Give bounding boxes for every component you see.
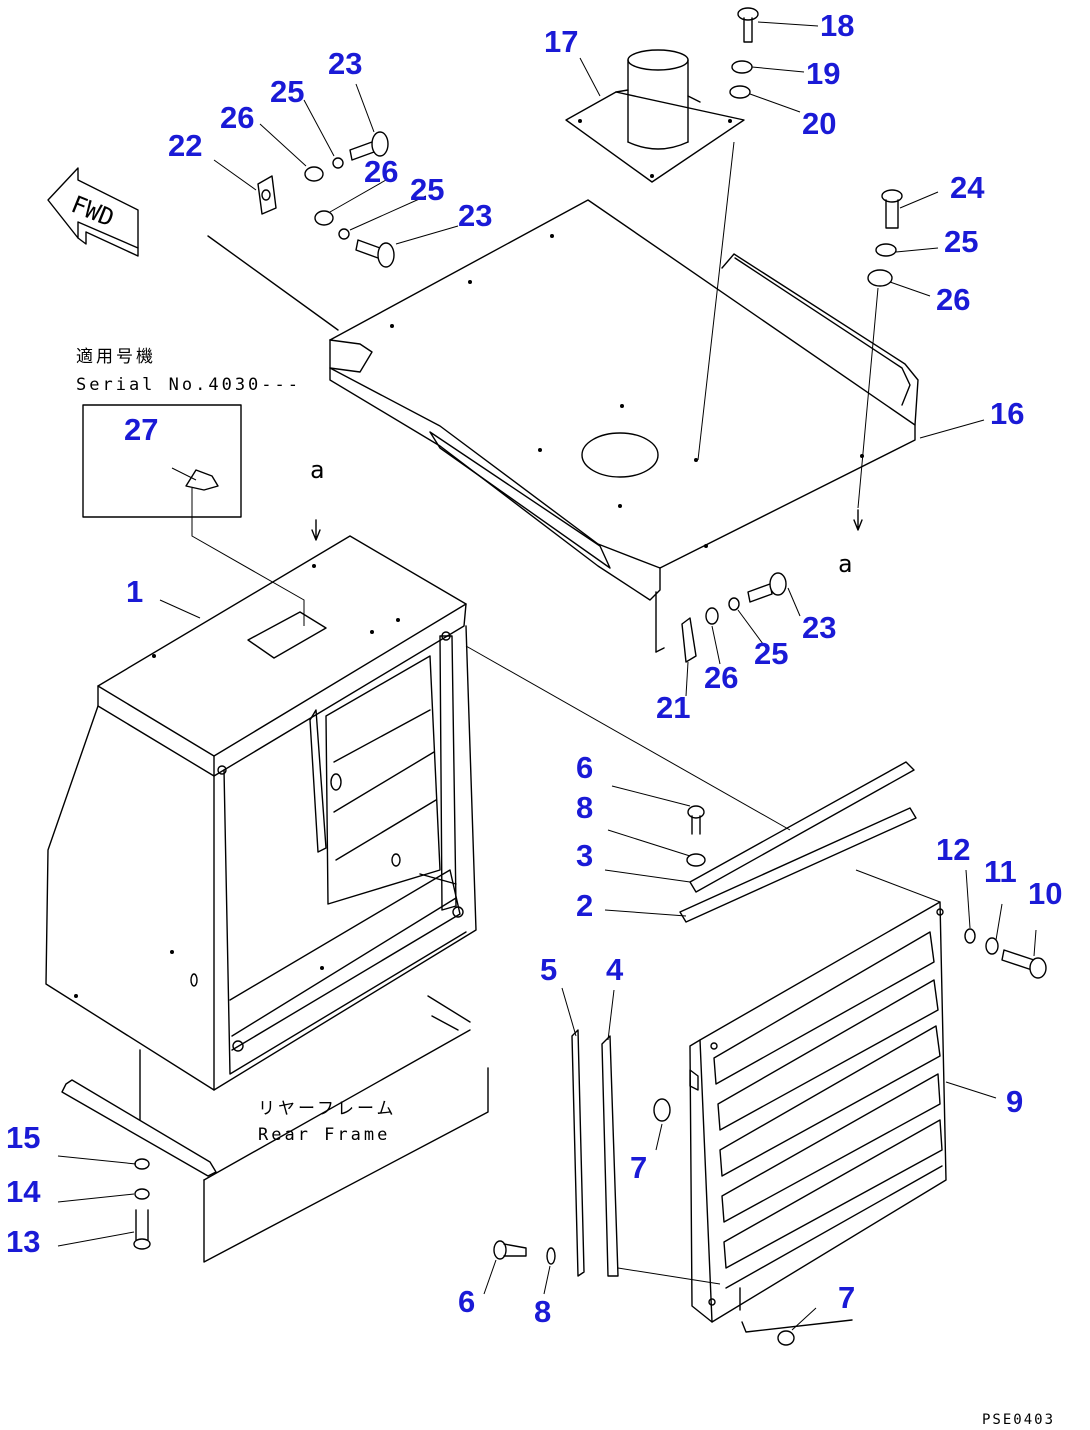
callout-8-top: 8 — [576, 790, 593, 825]
callout-21: 21 — [656, 690, 690, 725]
callout-26-a: 26 — [220, 100, 254, 135]
washer-25a — [332, 157, 344, 169]
bracket-22 — [257, 175, 277, 215]
guide-line-a — [857, 287, 879, 509]
guide-line-hood-rail — [465, 645, 791, 831]
bracket-21 — [681, 617, 697, 663]
nut-7b — [777, 1330, 795, 1346]
serial-note-en: Serial No.4030--- — [76, 375, 301, 395]
bolt-18 — [737, 7, 759, 43]
callout-11: 11 — [984, 854, 1017, 889]
washer-19 — [731, 60, 753, 74]
callout-25-d: 25 — [754, 636, 788, 671]
washer-25d — [728, 597, 740, 611]
callouts: 1 2 3 4 5 6 6 7 7 8 8 9 10 11 12 13 14 1… — [6, 8, 1062, 1329]
rear-frame-en: Rear Frame — [258, 1125, 390, 1145]
callout-10: 10 — [1028, 876, 1062, 911]
nut-7a — [653, 1098, 671, 1122]
view-marker-bottom: a — [838, 550, 852, 578]
callout-24: 24 — [950, 170, 985, 205]
rails-2-3 — [679, 761, 917, 923]
drawing-code: PSE0403 — [982, 1412, 1055, 1428]
exhaust-plate-17 — [565, 49, 745, 461]
fasteners-6-8-top — [686, 805, 706, 867]
callout-22: 22 — [168, 128, 202, 163]
callout-2: 2 — [576, 888, 593, 923]
washer-26a — [304, 166, 324, 182]
callout-25-a: 25 — [270, 74, 304, 109]
washer-14 — [134, 1188, 150, 1200]
brackets-4-5 — [571, 1029, 721, 1285]
callout-1: 1 — [126, 574, 143, 609]
grille-hardware — [964, 928, 1047, 979]
bolt-23c — [747, 572, 787, 603]
callout-4: 4 — [606, 952, 624, 987]
callout-17: 17 — [544, 24, 578, 59]
bolt-23a — [349, 131, 389, 161]
leader-lines — [57, 21, 1037, 1331]
callout-6-top: 6 — [576, 750, 593, 785]
callout-6-bottom: 6 — [458, 1284, 475, 1319]
rear-frame-jp: リヤーフレーム — [258, 1099, 396, 1119]
callout-7-right: 7 — [838, 1280, 855, 1315]
serial-note-jp: 適用号機 — [76, 347, 156, 367]
callout-18: 18 — [820, 8, 854, 43]
callout-15: 15 — [6, 1120, 40, 1155]
callout-9: 9 — [1006, 1084, 1023, 1119]
washer-20 — [729, 85, 751, 99]
hood-1 — [45, 535, 477, 1091]
callout-3: 3 — [576, 838, 593, 873]
callout-20: 20 — [802, 106, 836, 141]
callout-26-c: 26 — [936, 282, 970, 317]
washer-26d — [705, 607, 719, 625]
callout-26-b: 26 — [364, 154, 398, 189]
callout-12: 12 — [936, 832, 970, 867]
fwd-arrow-icon: FWD — [47, 167, 139, 257]
bolt-13 — [135, 1209, 149, 1241]
washer-26c — [867, 269, 893, 287]
fasteners-6-8-bottom — [493, 1240, 556, 1265]
serial-box — [82, 404, 305, 626]
washer-25c — [875, 243, 897, 257]
callout-16: 16 — [990, 396, 1024, 431]
callout-13: 13 — [6, 1224, 40, 1259]
callout-19: 19 — [806, 56, 840, 91]
callout-27: 27 — [124, 412, 158, 447]
frame-hardware — [133, 1158, 151, 1250]
rear-frame — [61, 995, 489, 1263]
bolt-24 — [881, 189, 903, 229]
washer-12 — [964, 928, 976, 944]
arrow-a-top — [311, 519, 321, 541]
bolt-10 — [1001, 949, 1035, 971]
callout-23-b: 23 — [458, 198, 492, 233]
callout-14: 14 — [6, 1174, 41, 1209]
callout-5: 5 — [540, 952, 557, 987]
washer-11 — [985, 937, 999, 955]
grille-9 — [689, 869, 947, 1333]
callout-23-c: 23 — [802, 610, 836, 645]
washer-25b — [338, 228, 350, 240]
callout-23-a: 23 — [328, 46, 362, 81]
callout-7-left: 7 — [630, 1150, 647, 1185]
callout-26-d: 26 — [704, 660, 738, 695]
view-marker-top: a — [310, 456, 324, 484]
callout-25-b: 25 — [410, 172, 444, 207]
top-cover-16 — [207, 199, 919, 653]
callout-25-c: 25 — [944, 224, 978, 259]
arrow-a-bottom — [853, 509, 863, 531]
washer-26b — [314, 210, 334, 226]
bolt-23b — [355, 239, 395, 268]
callout-8-bottom: 8 — [534, 1294, 551, 1329]
washer-15 — [134, 1158, 150, 1170]
